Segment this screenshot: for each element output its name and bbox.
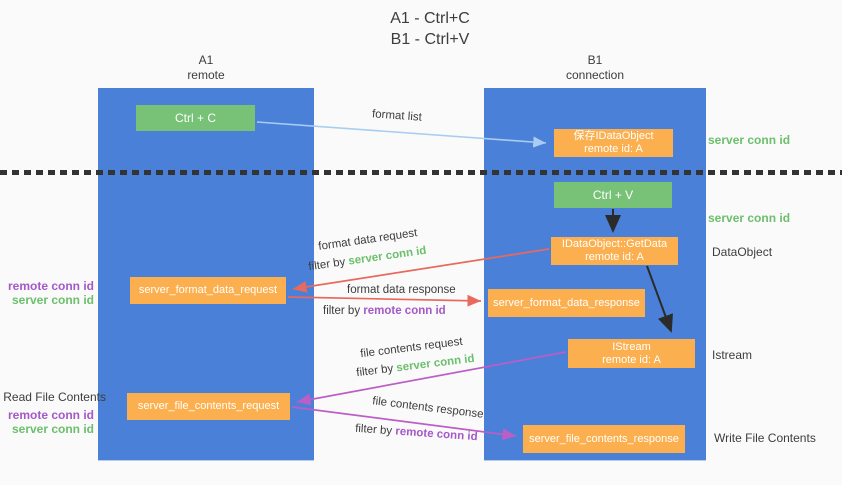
remote-conn-id-text: remote conn id xyxy=(363,305,446,317)
diagram-title: A1 - Ctrl+C B1 - Ctrl+V xyxy=(280,8,580,50)
annotation-write-file-contents: Write File Contents xyxy=(714,431,816,445)
node-istream-line2: remote id: A xyxy=(602,353,661,366)
annotation-remote-conn-id-left-1: remote conn id xyxy=(7,279,94,293)
node-idataobject-getdata-line1: IDataObject::GetData xyxy=(561,238,668,250)
node-server-file-contents-response-label: server_file_contents_response xyxy=(529,432,679,445)
section-divider xyxy=(0,170,842,175)
node-server-format-data-response: server_format_data_response xyxy=(488,289,645,317)
node-save-idataobject: 保存IDataObject remote id: A xyxy=(554,129,673,157)
filter-by-text: filter by xyxy=(323,305,364,317)
annotation-remote-conn-id-left-2: remote conn id xyxy=(7,408,94,422)
server-conn-id-text: server conn id xyxy=(395,352,476,375)
lifeline-a1-subtitle: remote xyxy=(187,68,225,82)
format-data-response-arrow xyxy=(287,294,482,307)
annotation-conn-ids-left-2: remote conn id server conn id xyxy=(0,408,94,436)
node-server-format-data-response-label: server_format_data_response xyxy=(493,296,640,309)
label-filter-by-remote-conn-id-1: filter by remote conn id xyxy=(323,305,446,317)
node-istream: IStream remote id: A xyxy=(568,339,695,368)
node-idataobject-getdata-line2: remote id: A xyxy=(585,251,644,263)
remote-conn-id-text: remote conn id xyxy=(394,425,478,444)
annotation-dataobject: DataObject xyxy=(712,245,773,259)
annotation-read-file-contents: Read File Contents xyxy=(3,390,106,404)
node-save-idataobject-line1: 保存IDataObject xyxy=(573,130,654,142)
node-ctrl-c-label: Ctrl + C xyxy=(174,110,216,125)
node-ctrl-v: Ctrl + V xyxy=(554,182,672,208)
filter-by-text: filter by xyxy=(354,422,396,438)
annotation-server-conn-id-left-2: server conn id xyxy=(11,422,94,436)
filter-by-text: filter by xyxy=(355,362,398,380)
label-format-list: format list xyxy=(371,108,423,124)
label-file-contents-response: file contents response xyxy=(371,395,485,421)
title-line-2: B1 - Ctrl+V xyxy=(390,31,470,48)
label-format-data-response: format data response xyxy=(347,284,456,296)
node-ctrl-c: Ctrl + C xyxy=(136,105,255,131)
node-server-format-data-request: server_format_data_request xyxy=(130,277,286,304)
lifeline-a1-name: A1 xyxy=(198,53,214,67)
node-idataobject-getdata: IDataObject::GetData remote id: A xyxy=(551,237,678,265)
server-conn-id-text: server conn id xyxy=(347,244,428,268)
lifeline-a1-header: A1 remote xyxy=(98,53,314,83)
node-istream-line1: IStream xyxy=(612,340,651,353)
annotation-server-conn-id-right-2: server conn id xyxy=(708,211,791,225)
node-save-idataobject-line2: remote id: A xyxy=(584,143,643,155)
annotation-server-conn-id-right-1: server conn id xyxy=(708,133,791,147)
lifeline-b1-header: B1 connection xyxy=(484,53,706,83)
node-ctrl-v-label: Ctrl + V xyxy=(592,187,634,202)
annotation-server-conn-id-left-1: server conn id xyxy=(11,293,94,307)
node-server-file-contents-response: server_file_contents_response xyxy=(523,425,685,453)
label-filter-by-remote-conn-id-2: filter by remote conn id xyxy=(355,423,478,444)
lifeline-b1-subtitle: connection xyxy=(565,68,625,82)
annotation-istream: Istream xyxy=(712,348,753,362)
node-server-file-contents-request-label: server_file_contents_request xyxy=(137,400,280,412)
annotation-conn-ids-left-1: remote conn id server conn id xyxy=(0,279,94,307)
title-line-1: A1 - Ctrl+C xyxy=(390,10,470,27)
node-server-file-contents-request: server_file_contents_request xyxy=(127,393,290,420)
node-server-format-data-request-label: server_format_data_request xyxy=(138,284,278,296)
lifeline-b1-name: B1 xyxy=(587,53,603,67)
